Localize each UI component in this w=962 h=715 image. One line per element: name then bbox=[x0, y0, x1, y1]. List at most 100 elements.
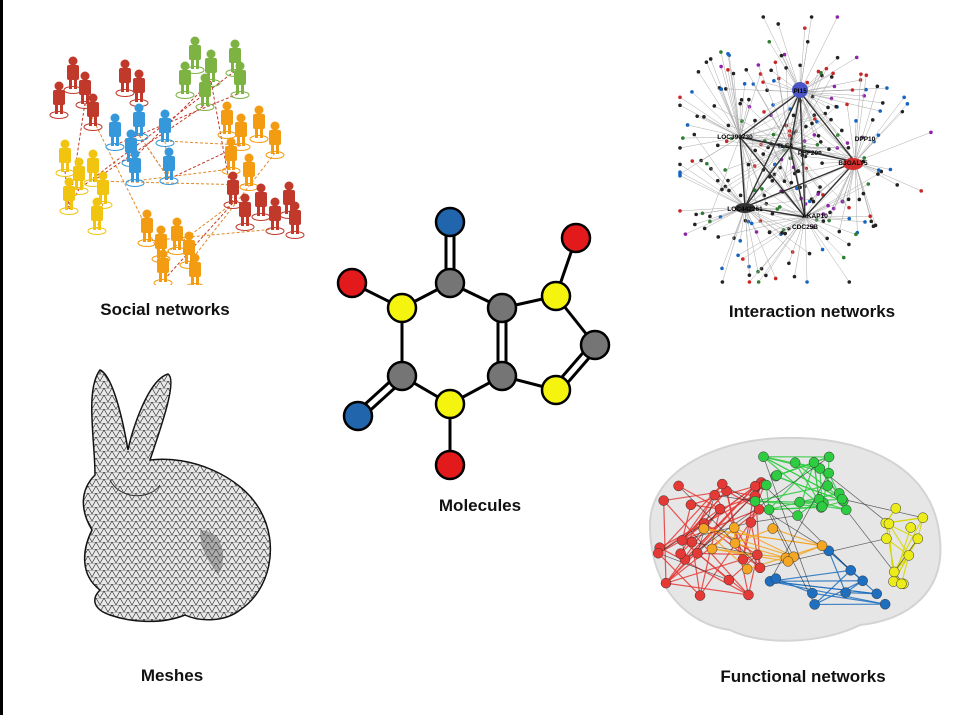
protein-node bbox=[847, 242, 851, 247]
brain-region-node bbox=[653, 547, 664, 559]
person-body bbox=[87, 102, 99, 117]
interaction-edge bbox=[733, 73, 741, 138]
person-leg bbox=[74, 78, 77, 89]
interaction-edge bbox=[785, 216, 806, 234]
brain-region-node bbox=[692, 548, 703, 559]
interaction-edge bbox=[744, 198, 812, 208]
functional-edge bbox=[681, 490, 727, 541]
functional-edge bbox=[733, 527, 794, 558]
person-leg bbox=[191, 58, 194, 69]
social-link bbox=[92, 180, 250, 186]
interaction-edge bbox=[799, 91, 883, 104]
person-ring bbox=[125, 179, 145, 187]
interaction-edge bbox=[774, 164, 806, 218]
interaction-edge bbox=[800, 100, 856, 163]
brain-region-node bbox=[888, 566, 900, 578]
protein-node bbox=[862, 156, 867, 160]
protein-node bbox=[845, 102, 849, 107]
protein-node bbox=[720, 187, 724, 192]
interaction-edge bbox=[739, 83, 745, 138]
person-leg bbox=[111, 135, 114, 146]
functional-edge bbox=[678, 485, 761, 569]
hub-edge bbox=[739, 136, 806, 218]
interaction-edge bbox=[758, 216, 806, 283]
protein-node bbox=[719, 50, 723, 54]
brain-region-node bbox=[698, 523, 709, 534]
interaction-edge bbox=[777, 23, 801, 93]
protein-node bbox=[719, 87, 724, 91]
protein-node bbox=[876, 168, 881, 172]
brain-region-node bbox=[694, 590, 706, 601]
protein-node bbox=[805, 80, 810, 85]
protein-node bbox=[678, 146, 682, 150]
protein-node bbox=[875, 84, 880, 89]
interaction-edge bbox=[789, 126, 807, 148]
brain-region-node bbox=[871, 588, 883, 600]
protein-node bbox=[787, 261, 791, 266]
protein-node bbox=[789, 180, 794, 185]
social-networks-illustration bbox=[35, 25, 315, 285]
protein-node bbox=[876, 133, 881, 137]
interaction-edge bbox=[718, 216, 806, 238]
social-link bbox=[188, 152, 276, 264]
interaction-edge bbox=[789, 146, 792, 183]
person-ring bbox=[186, 283, 204, 285]
person-leg bbox=[166, 131, 169, 142]
interaction-edge bbox=[804, 201, 843, 218]
brain-region-node bbox=[840, 587, 851, 598]
interaction-edge bbox=[854, 120, 857, 163]
protein-label: B3GALT5 bbox=[838, 160, 868, 167]
protein-node bbox=[770, 178, 775, 183]
protein-node bbox=[761, 152, 766, 156]
person-head bbox=[230, 39, 240, 49]
bunny-mesh bbox=[83, 370, 271, 622]
person-head bbox=[206, 49, 216, 59]
protein-node bbox=[753, 118, 757, 123]
brain-region-node bbox=[903, 550, 915, 561]
interaction-edge bbox=[744, 206, 750, 276]
interaction-edge bbox=[789, 76, 832, 148]
person-leg bbox=[234, 193, 237, 204]
protein-node bbox=[798, 63, 802, 68]
protein-node bbox=[868, 214, 872, 219]
interaction-edge bbox=[846, 104, 856, 163]
social-link bbox=[64, 170, 70, 210]
protein-node bbox=[746, 162, 751, 167]
hub-edge bbox=[799, 91, 856, 163]
protein-node bbox=[766, 145, 770, 150]
person-ring bbox=[265, 227, 285, 235]
person-ring bbox=[251, 213, 271, 221]
interaction-edge bbox=[744, 206, 814, 228]
interaction-edge bbox=[679, 175, 746, 208]
person-leg bbox=[260, 127, 263, 138]
functional-edge bbox=[768, 461, 815, 511]
interaction-edge bbox=[786, 125, 856, 163]
person-leg bbox=[236, 83, 239, 94]
interaction-edge bbox=[739, 136, 782, 160]
protein-node bbox=[791, 113, 796, 118]
brain-region-node bbox=[761, 479, 772, 491]
person-leg bbox=[228, 123, 231, 134]
protein-node bbox=[749, 221, 754, 226]
interaction-edge bbox=[804, 216, 866, 223]
interaction-edge bbox=[785, 67, 791, 148]
person-leg bbox=[86, 93, 89, 104]
protein-node bbox=[738, 101, 743, 106]
person-body bbox=[227, 180, 239, 195]
protein-node bbox=[776, 76, 781, 81]
atom bbox=[560, 222, 592, 254]
protein-node bbox=[771, 132, 776, 137]
person-leg bbox=[231, 61, 234, 72]
protein-node bbox=[738, 239, 743, 243]
interaction-edge bbox=[789, 146, 824, 196]
person-leg bbox=[143, 231, 146, 242]
person-leg bbox=[55, 103, 58, 114]
person-body bbox=[67, 65, 79, 80]
brain-region-node bbox=[706, 543, 718, 555]
interaction-edge bbox=[682, 136, 741, 139]
protein-node bbox=[690, 159, 695, 163]
person-ring bbox=[249, 135, 269, 143]
person-body bbox=[189, 45, 201, 60]
interaction-edge bbox=[789, 71, 819, 148]
brain-region-node bbox=[685, 499, 697, 511]
